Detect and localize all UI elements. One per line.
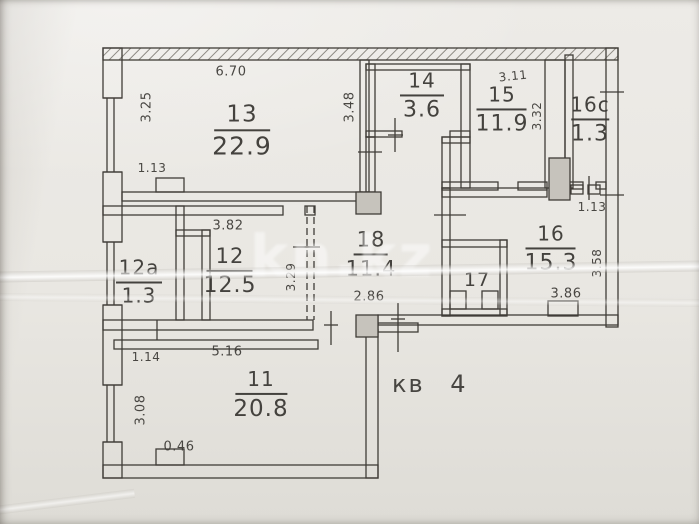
dim-2-86: 2.86 bbox=[353, 289, 385, 305]
room-14-number: 14 bbox=[408, 68, 436, 93]
dim-3-32: 3.32 bbox=[530, 101, 544, 131]
room-15-label: 15 11.9 bbox=[475, 82, 529, 137]
dim-3-48: 3.48 bbox=[342, 91, 358, 123]
room-17-label: 17 bbox=[463, 269, 491, 292]
room-12a-number: 12а bbox=[118, 255, 160, 280]
room-14-divider bbox=[400, 94, 444, 97]
dim-3-29: 3.29 bbox=[284, 262, 298, 292]
room-15-divider bbox=[476, 108, 527, 111]
room-16-divider bbox=[525, 247, 576, 250]
room-12a-area: 1.3 bbox=[121, 283, 157, 308]
dim-5-16: 5.16 bbox=[211, 344, 243, 360]
dim-1-13-left: 1.13 bbox=[137, 161, 167, 175]
room-13-divider bbox=[213, 129, 270, 132]
dim-0-46: 0.46 bbox=[163, 439, 195, 455]
dim-1-13-right: 1.13 bbox=[577, 200, 607, 214]
dim-3-82: 3.82 bbox=[212, 218, 244, 234]
dim-3-58: 3.58 bbox=[590, 248, 604, 278]
dim-6-70: 6.70 bbox=[215, 64, 247, 80]
room-18-label: 18 11.4 bbox=[346, 228, 397, 279]
room-13-label: 13 22.9 bbox=[212, 102, 272, 159]
room-12-area: 12.5 bbox=[203, 272, 257, 298]
room-18-number: 18 bbox=[356, 227, 386, 252]
room-11-divider bbox=[235, 392, 287, 395]
room-16-label: 16 15.3 bbox=[524, 221, 578, 276]
room-18-divider bbox=[353, 253, 388, 256]
room-14-label: 14 3.6 bbox=[400, 68, 444, 123]
room-12-number: 12 bbox=[215, 243, 245, 268]
shafts-group bbox=[355, 157, 571, 338]
room-12a-label: 12а 1.3 bbox=[116, 255, 162, 308]
room-16c-number: 16с bbox=[570, 92, 610, 117]
room-16c-label: 16с 1.3 bbox=[570, 92, 610, 147]
dim-3-08: 3.08 bbox=[133, 394, 149, 426]
apartment-number-label: кв 4 bbox=[392, 370, 468, 398]
room-13-number: 13 bbox=[226, 101, 258, 128]
dim-1-14: 1.14 bbox=[131, 350, 161, 364]
room-16-number: 16 bbox=[537, 221, 565, 246]
room-17-number: 17 bbox=[463, 269, 491, 292]
room-11-label: 11 20.8 bbox=[233, 366, 289, 422]
dim-3-11: 3.11 bbox=[497, 67, 529, 85]
room-16c-area: 1.3 bbox=[570, 121, 609, 147]
room-12-label: 12 12.5 bbox=[204, 245, 257, 297]
room-16-area: 15.3 bbox=[524, 250, 578, 276]
room-11-area: 20.8 bbox=[233, 395, 289, 422]
room-11-number: 11 bbox=[247, 366, 275, 391]
room-12-divider bbox=[206, 269, 253, 272]
room-15-area: 11.9 bbox=[475, 111, 529, 137]
dim-3-25: 3.25 bbox=[139, 91, 155, 123]
room-18-area: 11.4 bbox=[345, 256, 397, 281]
room-14-area: 3.6 bbox=[403, 97, 441, 123]
dim-3-86: 3.86 bbox=[550, 286, 582, 302]
room-13-area: 22.9 bbox=[212, 131, 272, 161]
room-15-number: 15 bbox=[488, 82, 516, 107]
room-16c-divider bbox=[570, 118, 609, 121]
